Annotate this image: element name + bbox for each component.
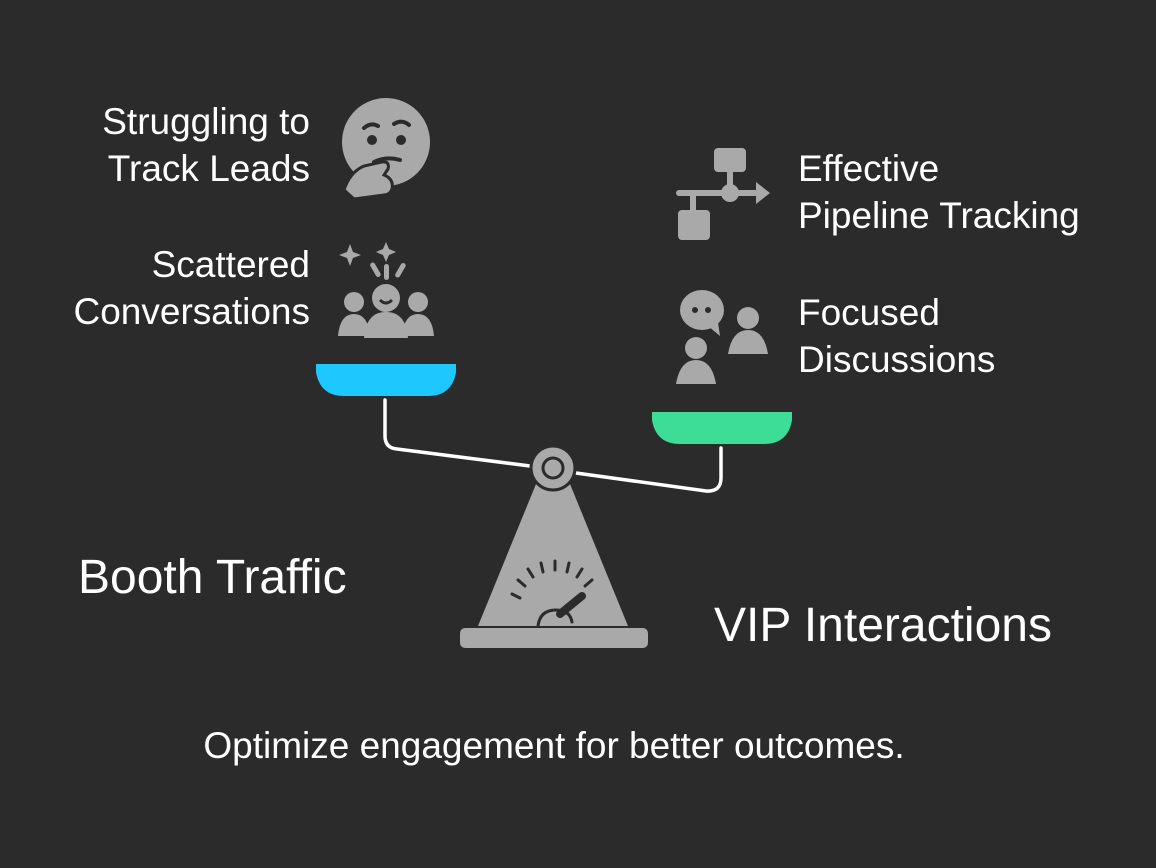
crowd-icon	[338, 242, 434, 338]
label-line: Scattered	[151, 244, 310, 285]
label-focused-discussions: Focused Discussions	[798, 289, 995, 383]
label-line: Effective	[798, 148, 940, 189]
pipeline-icon	[676, 148, 770, 240]
caption: Optimize engagement for better outcomes.	[203, 725, 905, 766]
label-line: Discussions	[798, 339, 996, 380]
label-line: Conversations	[73, 291, 310, 332]
discussion-icon	[676, 290, 768, 384]
thinking-face-icon	[342, 98, 430, 201]
label-line: Struggling to	[102, 101, 310, 142]
label-line: Pipeline Tracking	[798, 195, 1080, 236]
scale-pivot	[529, 444, 577, 492]
label-effective-pipeline-tracking: Effective Pipeline Tracking	[798, 145, 1080, 239]
scale-base	[460, 628, 648, 648]
scale-beam	[383, 398, 723, 493]
label-line: Focused	[798, 292, 940, 333]
title-booth-traffic: Booth Traffic	[78, 551, 347, 604]
right-pan	[652, 412, 792, 444]
left-pan	[316, 364, 456, 396]
gauge-icon	[510, 559, 594, 628]
label-line: Track Leads	[107, 148, 310, 189]
label-struggling-to-track-leads: Struggling to Track Leads	[102, 98, 310, 192]
label-scattered-conversations: Scattered Conversations	[73, 241, 310, 335]
title-vip-interactions: VIP Interactions	[714, 599, 1052, 652]
scale-stand	[478, 484, 628, 626]
